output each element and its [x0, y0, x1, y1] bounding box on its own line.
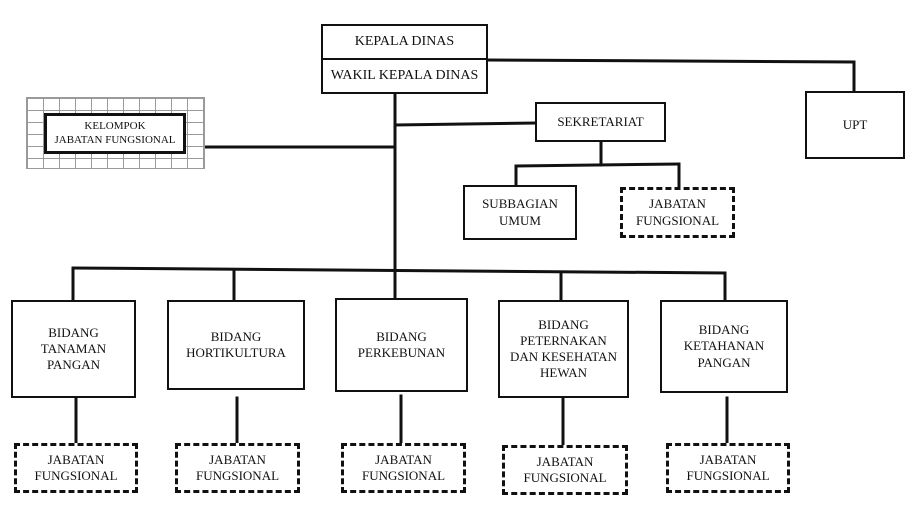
- sekretariat-box: SEKRETARIAT: [535, 102, 666, 142]
- wakil-kepala-dinas-box: WAKIL KEPALA DINAS: [321, 58, 488, 94]
- connector-upt-horizontal: [486, 58, 856, 64]
- connector-sekretariat-branch: [514, 162, 681, 168]
- bidang-2-jabatan-fungsional-box: JABATAN FUNGSIONAL: [175, 443, 300, 493]
- bidang-4-jabatan-fungsional-box: JABATAN FUNGSIONAL: [502, 445, 628, 495]
- sekretariat-jabatan-fungsional-box: JABATAN FUNGSIONAL: [620, 187, 735, 238]
- connector-sekretariat: [393, 121, 537, 127]
- connector-bidang-bus: [71, 266, 727, 275]
- bidang-hortikultura-box: BIDANG HORTIKULTURA: [167, 300, 305, 390]
- kelompok-jabatan-fungsional-box: KELOMPOK JABATAN FUNGSIONAL: [44, 113, 186, 154]
- bidang-5-jabatan-fungsional-box: JABATAN FUNGSIONAL: [666, 443, 790, 493]
- subbagian-umum-box: SUBBAGIAN UMUM: [463, 185, 577, 240]
- bidang-1-jabatan-fungsional-box: JABATAN FUNGSIONAL: [14, 443, 138, 493]
- kepala-dinas-box: KEPALA DINAS: [321, 24, 488, 60]
- bidang-tanaman-pangan-box: BIDANG TANAMAN PANGAN: [11, 300, 136, 398]
- bidang-peternakan-box: BIDANG PETERNAKAN DAN KESEHATAN HEWAN: [498, 300, 629, 398]
- bidang-3-jabatan-fungsional-box: JABATAN FUNGSIONAL: [341, 443, 466, 493]
- bidang-ketahanan-pangan-box: BIDANG KETAHANAN PANGAN: [660, 300, 788, 393]
- upt-box: UPT: [805, 91, 905, 159]
- bidang-perkebunan-box: BIDANG PERKEBUNAN: [335, 298, 468, 392]
